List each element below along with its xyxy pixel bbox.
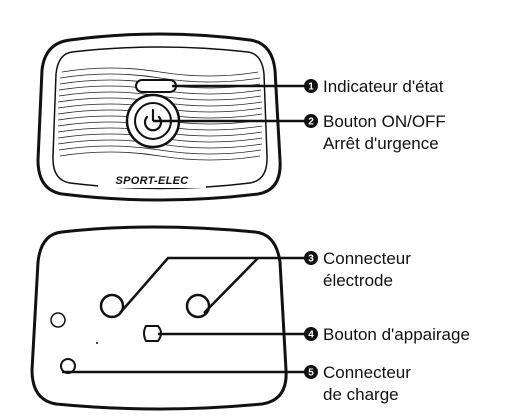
callout-label-connector: Connecteur	[323, 249, 411, 268]
device-back-view	[30, 225, 288, 411]
callout-label-electrode: électrode	[323, 271, 393, 290]
pairing-button	[143, 325, 162, 342]
leader-line-3a	[119, 256, 310, 314]
callout-number: 3	[308, 254, 314, 265]
leader-line-3b	[203, 257, 259, 314]
callout-number: 4	[308, 330, 314, 341]
callout-label-power-button: Bouton ON/OFF	[323, 112, 446, 131]
callout-number: 1	[308, 82, 314, 93]
brand-logo: SPORT-ELEC	[115, 175, 189, 187]
callout-label-pairing-button: Bouton d'appairage	[323, 325, 470, 344]
callout-label-emergency-stop: Arrêt d'urgence	[323, 134, 439, 153]
leader-lines	[62, 84, 310, 374]
callout-label-status-indicator: Indicateur d'état	[323, 77, 444, 96]
callout-label-charging: de charge	[323, 385, 399, 404]
callout-marker-2: 2	[304, 114, 318, 128]
callout-marker-1: 1	[304, 79, 318, 93]
back-dot	[96, 342, 98, 344]
callout-number: 5	[308, 368, 314, 379]
brand-band	[98, 172, 206, 188]
callout-marker-4: 4	[304, 327, 318, 341]
callout-number: 2	[308, 117, 314, 128]
device-front-view: SPORT-ELEC	[36, 32, 282, 202]
electrode-connector-left	[99, 293, 125, 319]
screw-hole	[50, 312, 66, 328]
electrode-connector-right	[185, 293, 211, 319]
callout-marker-3: 3	[304, 251, 318, 265]
callout-label-charging-connector: Connecteur	[323, 363, 411, 382]
status-indicator	[135, 79, 177, 93]
back-outer-shell	[30, 225, 288, 411]
callout-marker-5: 5	[304, 365, 318, 379]
